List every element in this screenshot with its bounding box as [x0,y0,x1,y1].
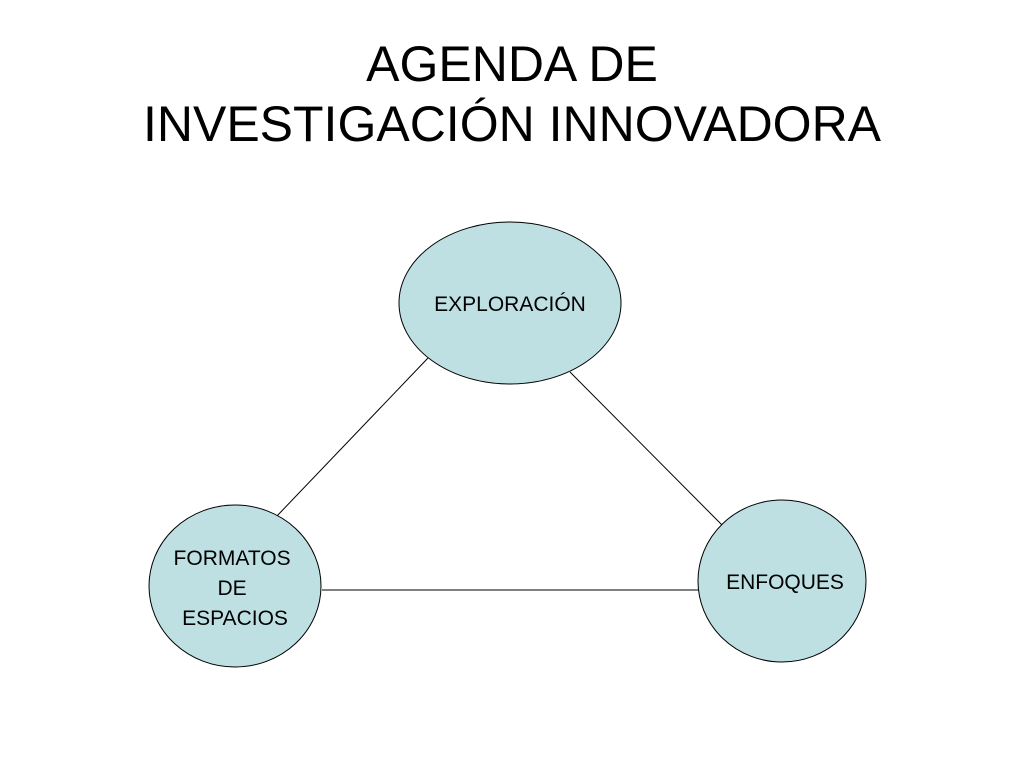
node-formatos-label-line-1: FORMATOS [174,547,291,570]
edge-exploracion-formatos [275,357,429,518]
node-enfoques: ENFOQUES [697,499,867,663]
node-enfoques-shape [697,499,867,663]
node-exploracion: EXPLORACIÓN [398,221,622,385]
title-line-2: INVESTIGACIÓN INNOVADORA [142,96,882,152]
svg-text:EXPLORACIÓN: EXPLORACIÓN [434,293,586,316]
svg-text:ENFOQUES: ENFOQUES [726,571,844,594]
node-exploracion-label: EXPLORACIÓN [434,293,586,316]
title-line-1: AGENDA DE [366,36,658,92]
node-formatos: FORMATOS DE ESPACIOS [148,504,322,668]
slide-title: AGENDA DE INVESTIGACIÓN INNOVADORA [0,34,1024,154]
node-formatos-label-line-2: DE [217,577,246,600]
node-formatos-label-line-3: ESPACIOS [182,607,288,630]
node-exploracion-shape [398,221,622,385]
svg-text:FORMATOS DE ES: FORMATOS DE ESPACIOS [174,547,297,630]
node-enfoques-label: ENFOQUES [726,571,844,594]
node-formatos-shape [148,504,322,668]
edge-exploracion-enfoques [569,371,723,526]
